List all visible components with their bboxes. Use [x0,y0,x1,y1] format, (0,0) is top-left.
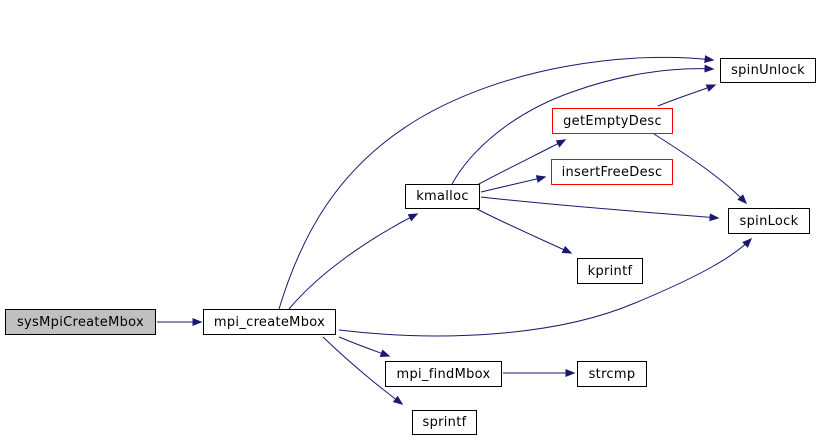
node-label: mpi_findMbox [396,366,491,382]
node-label: spinUnlock [731,63,805,78]
edge-kmalloc-to-spinUnlock [451,64,715,185]
edge-kmalloc-to-kprintf [476,208,573,254]
edge-mpi_createMbox-to-spinUnlock [278,55,715,310]
node-mpi_createMbox[interactable]: mpi_createMbox [203,309,336,335]
node-label: kmalloc [416,189,469,204]
node-mpi_findMbox[interactable]: mpi_findMbox [385,361,502,387]
node-label: insertFreeDesc [561,164,663,180]
node-label: sprintf [422,415,467,430]
node-label: kprintf [587,263,633,279]
node-sprintf[interactable]: sprintf [412,410,477,435]
node-kmalloc[interactable]: kmalloc [405,184,480,209]
edge-mpi_createMbox-to-mpi_findMbox [338,336,391,357]
edge-getEmptyDesc-to-spinLock [653,133,748,205]
node-label: spinLock [739,213,799,229]
edge-mpi_createMbox-to-kmalloc [288,213,419,310]
node-spinLock[interactable]: spinLock [728,208,810,234]
edge-kmalloc-to-spinLock [480,196,720,222]
edge-kmalloc-to-getEmptyDesc [476,139,567,186]
node-getEmptyDesc[interactable]: getEmptyDesc [552,108,673,134]
node-label: sysMpiCreateMbox [16,314,145,330]
edge-kmalloc-to-insertFreeDesc [480,175,547,193]
node-sysMpiCreateMbox[interactable]: sysMpiCreateMbox [5,309,156,335]
node-label: getEmptyDesc [563,113,662,129]
edge-mpi_createMbox-to-sprintf [322,336,404,405]
edge-mpi_createMbox-to-spinLock [338,237,753,337]
edge-getEmptyDesc-to-spinUnlock [657,84,717,107]
node-kprintf[interactable]: kprintf [577,258,643,284]
node-spinUnlock[interactable]: spinUnlock [720,58,816,83]
node-label: mpi_createMbox [213,314,326,330]
node-strcmp[interactable]: strcmp [577,361,647,387]
node-label: strcmp [588,366,636,382]
node-insertFreeDesc[interactable]: insertFreeDesc [551,159,673,185]
